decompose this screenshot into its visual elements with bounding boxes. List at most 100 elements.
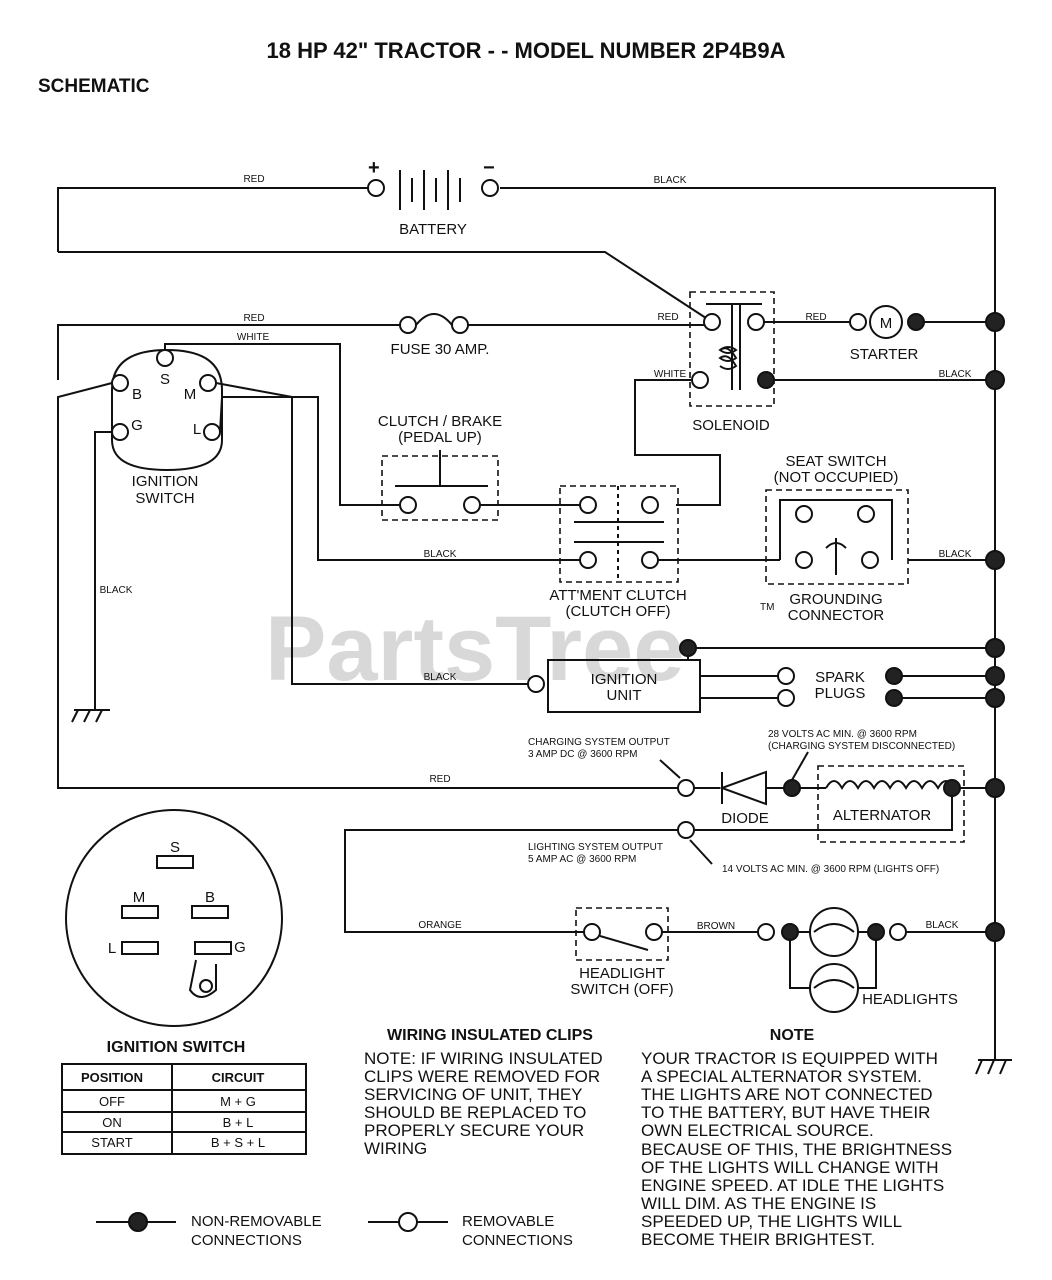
battery-label: BATTERY (399, 221, 467, 238)
starter: M STARTER (764, 305, 1005, 363)
wire-label-red-charging: RED (429, 774, 450, 785)
seat-switch-label-1: SEAT SWITCH (785, 453, 886, 470)
note-line: OWN ELECTRICAL SOURCE. (641, 1121, 874, 1140)
ignition-table: IGNITION SWITCH POSITION CIRCUIT OFF M +… (61, 1039, 307, 1155)
watermark-tm: TM (760, 602, 774, 613)
page-title: 18 HP 42" TRACTOR - - MODEL NUMBER 2P4B9… (267, 38, 786, 63)
headlight-switch-label-2: SWITCH (OFF) (570, 981, 673, 998)
note-line: WILL DIM. AS THE ENGINE IS (641, 1194, 876, 1213)
page-subtitle: SCHEMATIC (38, 76, 150, 97)
rail-node-seat (985, 550, 1005, 570)
seat-switch: SEAT SWITCH (NOT OCCUPIED) GROUNDING CON… (765, 453, 909, 624)
ignition-switch: B S M G L IGNITION SWITCH (111, 348, 223, 507)
seat-switch-label-2: (NOT OCCUPIED) (774, 469, 899, 486)
solenoid-label: SOLENOID (692, 417, 770, 434)
ground-rail (500, 187, 1012, 1075)
battery: + − BATTERY (57, 157, 499, 252)
fuse-element (415, 313, 453, 326)
wire-label-white-s: WHITE (237, 332, 270, 343)
ignition-table-cell: B + S + L (211, 1135, 265, 1150)
wire-label-black-solenoid: BLACK (939, 369, 972, 380)
legend-removable-2: CONNECTIONS (462, 1232, 573, 1249)
ign-terminal-g: G (131, 417, 143, 434)
wire-label-black-ground: BLACK (100, 585, 133, 596)
diode: DIODE (694, 770, 801, 827)
diode-label: DIODE (721, 810, 769, 827)
battery-minus-sign: − (483, 157, 495, 179)
clutch-brake-label-2: (PEDAL UP) (398, 429, 482, 446)
wire-white-s (164, 343, 341, 380)
ign-terminal-l: L (193, 421, 201, 438)
wire-red-charging (57, 382, 678, 789)
ignition-table-header-position: POSITION (81, 1070, 143, 1085)
wire-black-magneto (215, 382, 536, 685)
wire-black-l (219, 396, 580, 561)
note-line: TO THE BATTERY, BUT HAVE THEIR (641, 1103, 930, 1122)
fuse-terminal-left (399, 316, 417, 334)
clutch-brake-switch: CLUTCH / BRAKE (PEDAL UP) (378, 413, 502, 521)
ign-terminal-m: M (184, 386, 197, 403)
wire-label-black-seat-rail: BLACK (939, 549, 972, 560)
fuse-terminal-right (451, 316, 469, 334)
starter-label: STARTER (850, 346, 919, 363)
ignition-table-cell: ON (102, 1115, 122, 1130)
note-line: YOUR TRACTOR IS EQUIPPED WITH (641, 1049, 938, 1068)
charging-volts-label-1: 28 VOLTS AC MIN. @ 3600 RPM (768, 729, 917, 740)
clips-note-line: SERVICING OF UNIT, THEY (364, 1085, 583, 1104)
spark-plugs-label-1: SPARK (815, 669, 865, 686)
clutch-brake-label-1: CLUTCH / BRAKE (378, 413, 502, 430)
headlight-switch-label-1: HEADLIGHT (579, 965, 665, 982)
attachment-clutch-switch: ATT'MENT CLUTCH (CLUTCH OFF) (549, 485, 687, 620)
wire-label-orange: ORANGE (418, 920, 462, 931)
ign-face-l: L (108, 940, 116, 957)
clips-note-line: CLIPS WERE REMOVED FOR (364, 1067, 600, 1086)
wire-label-red-battery: RED (243, 174, 264, 185)
lighting-output-terminal (677, 821, 695, 839)
charging-volts-label-2: (CHARGING SYSTEM DISCONNECTED) (768, 741, 955, 752)
headlight-switch: HEADLIGHT SWITCH (OFF) (570, 907, 674, 998)
note-line: BECOME THEIR BRIGHTEST. (641, 1230, 875, 1249)
rail-node-solenoid (985, 370, 1005, 390)
ignition-table-cell: B + L (223, 1115, 254, 1130)
legend: NON-REMOVABLE CONNECTIONS REMOVABLE CONN… (96, 1212, 573, 1249)
ign-face-s: S (170, 839, 180, 856)
wire-label-black-magneto: BLACK (424, 672, 457, 683)
ignition-table-cell: START (91, 1135, 132, 1150)
note-line: A SPECIAL ALTERNATOR SYSTEM. (641, 1067, 922, 1086)
wire-label-red-solenoid: RED (657, 312, 678, 323)
wire-label-brown: BROWN (697, 921, 735, 932)
ignition-unit-label-2: UNIT (607, 687, 642, 704)
ignition-table-header-circuit: CIRCUIT (212, 1070, 265, 1085)
wire-label-red-fuse: RED (243, 313, 264, 324)
wire-label-red-starter: RED (805, 312, 826, 323)
wire-orange (344, 829, 678, 933)
clips-note-line: WIRING (364, 1139, 427, 1158)
charging-output-label-1: CHARGING SYSTEM OUTPUT (528, 737, 670, 748)
legend-nonremovable-2: CONNECTIONS (191, 1232, 302, 1249)
note-line: SPEEDED UP, THE LIGHTS WILL (641, 1212, 902, 1231)
lighting-output-label-2: 5 AMP AC @ 3600 RPM (528, 854, 636, 865)
wire-label-white-solenoid: WHITE (654, 369, 687, 380)
headlights: HEADLIGHTS (757, 907, 1005, 1013)
ign-face-b: B (205, 889, 215, 906)
note-line: OF THE LIGHTS WILL CHANGE WITH (641, 1158, 939, 1177)
spark-plugs-label-2: PLUGS (815, 685, 866, 702)
clips-note-line: PROPERLY SECURE YOUR (364, 1121, 584, 1140)
headlights-label: HEADLIGHTS (862, 991, 958, 1008)
ign-switch-label-1: IGNITION (132, 473, 199, 490)
battery-plus-sign: + (368, 157, 380, 179)
ign-terminal-s: S (160, 371, 170, 388)
ignition-table-cell: M + G (220, 1094, 256, 1109)
grounding-connector-label-2: CONNECTOR (788, 607, 885, 624)
clips-note: WIRING INSULATED CLIPS NOTE: IF WIRING I… (364, 1027, 603, 1158)
starter-symbol: M (880, 315, 893, 332)
note-line: BECAUSE OF THIS, THE BRIGHTNESS (641, 1140, 952, 1159)
ign-face-g: G (234, 939, 246, 956)
lighting-volts-label: 14 VOLTS AC MIN. @ 3600 RPM (LIGHTS OFF) (722, 864, 939, 875)
clips-note-line: SHOULD BE REPLACED TO (364, 1103, 586, 1122)
clips-note-title: WIRING INSULATED CLIPS (387, 1027, 593, 1044)
wire-battery-solenoid (58, 251, 713, 323)
fuse-label: FUSE 30 AMP. (391, 341, 490, 358)
solenoid: SOLENOID (689, 291, 775, 434)
